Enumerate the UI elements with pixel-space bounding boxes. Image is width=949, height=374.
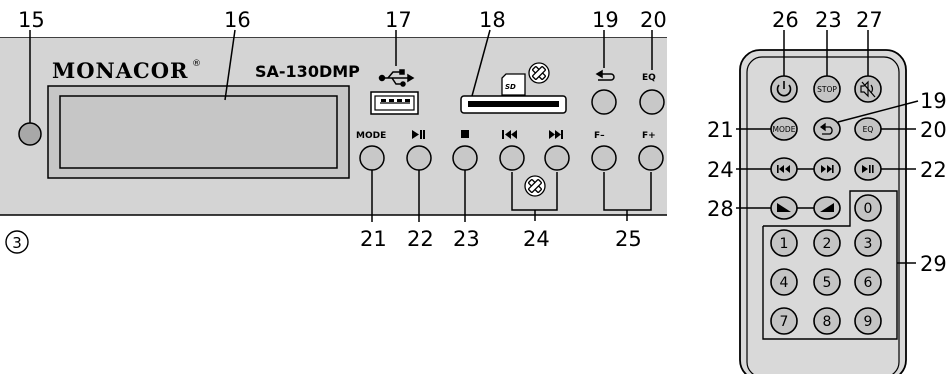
digit-3-label: 3 <box>864 236 873 252</box>
remote-digit-6-button[interactable] <box>854 268 882 296</box>
remote-body-inner <box>746 56 900 374</box>
f-plus-button[interactable] <box>638 145 664 171</box>
sd-card-icon: SD <box>501 62 550 96</box>
power-icon <box>776 81 792 97</box>
callout-r22: 22 <box>920 158 947 182</box>
remote-digit-1-button[interactable] <box>770 229 798 257</box>
volume-up-icon <box>820 203 834 212</box>
brand-logo: MONACOR <box>52 58 189 83</box>
remote-digit-7-button[interactable] <box>770 307 798 335</box>
callout-r24: 24 <box>707 158 734 182</box>
display-inner <box>59 95 338 169</box>
remote-digit-4-button[interactable] <box>770 268 798 296</box>
callout-r20: 20 <box>920 118 947 142</box>
callout-r21: 21 <box>707 118 734 142</box>
display-window <box>47 85 350 179</box>
digit-5-label: 5 <box>823 275 832 291</box>
play-pause-button[interactable] <box>406 145 432 171</box>
callout-23: 23 <box>453 227 480 251</box>
leader-r19 <box>837 100 919 123</box>
play-pause-label-bar1 <box>420 130 422 139</box>
remote-digit-2-button[interactable] <box>813 229 841 257</box>
keypad-frame <box>762 190 898 340</box>
next-button[interactable] <box>544 145 570 171</box>
crossed-symbol-icon <box>524 175 546 197</box>
digit-9-label: 9 <box>864 314 873 330</box>
remote-previous-icon <box>777 165 790 173</box>
remote-repeat-icon <box>819 122 833 135</box>
digit-2-label: 2 <box>823 236 832 252</box>
digit-4-label: 4 <box>780 275 789 291</box>
next-label-icon <box>549 130 563 139</box>
volume-down-icon <box>777 203 791 212</box>
f-plus-label: F+ <box>642 131 656 141</box>
callout-21: 21 <box>360 227 387 251</box>
figure-number: 3 <box>12 234 22 252</box>
eq-label: EQ <box>642 73 656 83</box>
usb-icon <box>378 69 415 87</box>
remote-digit-9-button[interactable] <box>854 307 882 335</box>
callout-25: 25 <box>615 227 642 251</box>
digit-7-label: 7 <box>780 314 789 330</box>
callout-r26: 26 <box>772 8 799 32</box>
remote-eq-label: EQ <box>863 125 874 134</box>
digit-6-label: 6 <box>864 275 873 291</box>
callout-15: 15 <box>18 8 45 32</box>
digit-8-label: 8 <box>823 314 832 330</box>
stop-label-icon <box>461 130 469 138</box>
callout-r19: 19 <box>920 89 947 113</box>
remote-stop-label: STOP <box>817 85 837 94</box>
remote-next-icon <box>821 165 834 173</box>
f-minus-button[interactable] <box>591 145 617 171</box>
remote-repeat-button[interactable] <box>813 117 841 141</box>
callout-r28: 28 <box>707 197 734 221</box>
callout-19: 19 <box>592 8 619 32</box>
callout-20: 20 <box>640 8 667 32</box>
digit-0-label: 0 <box>864 201 873 217</box>
leader-16 <box>224 29 236 101</box>
front-panel: MONACOR ® SA-130DMP <box>0 8 667 254</box>
remote-play-pause-icon <box>862 165 874 173</box>
f-minus-label: F– <box>594 131 605 141</box>
remote-digit-5-button[interactable] <box>813 268 841 296</box>
stop-button[interactable] <box>452 145 478 171</box>
eq-button[interactable] <box>639 89 665 115</box>
remote-digit-0-button[interactable] <box>854 194 882 222</box>
remote-control: STOP MODE EQ <box>707 8 947 374</box>
previous-button[interactable] <box>499 145 525 171</box>
callout-22: 22 <box>407 227 434 251</box>
figure-number-circle <box>5 230 29 254</box>
leader-18 <box>471 29 491 97</box>
mode-button[interactable] <box>359 145 385 171</box>
callout-r27: 27 <box>856 8 883 32</box>
sd-card-slot[interactable] <box>460 95 567 114</box>
previous-label-icon <box>502 130 517 139</box>
callout-17: 17 <box>385 8 412 32</box>
remote-mode-label: MODE <box>773 125 796 134</box>
callout-r23: 23 <box>815 8 842 32</box>
model-name: SA-130DMP <box>255 62 360 81</box>
repeat-button[interactable] <box>591 89 617 115</box>
mode-label: MODE <box>356 131 386 141</box>
svg-text:SD: SD <box>505 83 516 91</box>
digit-1-label: 1 <box>780 236 789 252</box>
play-pause-label-icon <box>412 130 419 139</box>
usb-port[interactable] <box>370 91 419 115</box>
callout-r29: 29 <box>920 252 947 276</box>
callout-18: 18 <box>479 8 506 32</box>
remote-digit-3-button[interactable] <box>854 229 882 257</box>
repeat-icon <box>595 69 615 81</box>
play-pause-label-bar2 <box>423 130 425 139</box>
mute-icon <box>860 80 876 98</box>
mounting-hole <box>18 122 42 146</box>
registered-mark: ® <box>192 59 201 69</box>
remote-digit-8-button[interactable] <box>813 307 841 335</box>
callout-24: 24 <box>523 227 550 251</box>
callout-16: 16 <box>224 8 251 32</box>
